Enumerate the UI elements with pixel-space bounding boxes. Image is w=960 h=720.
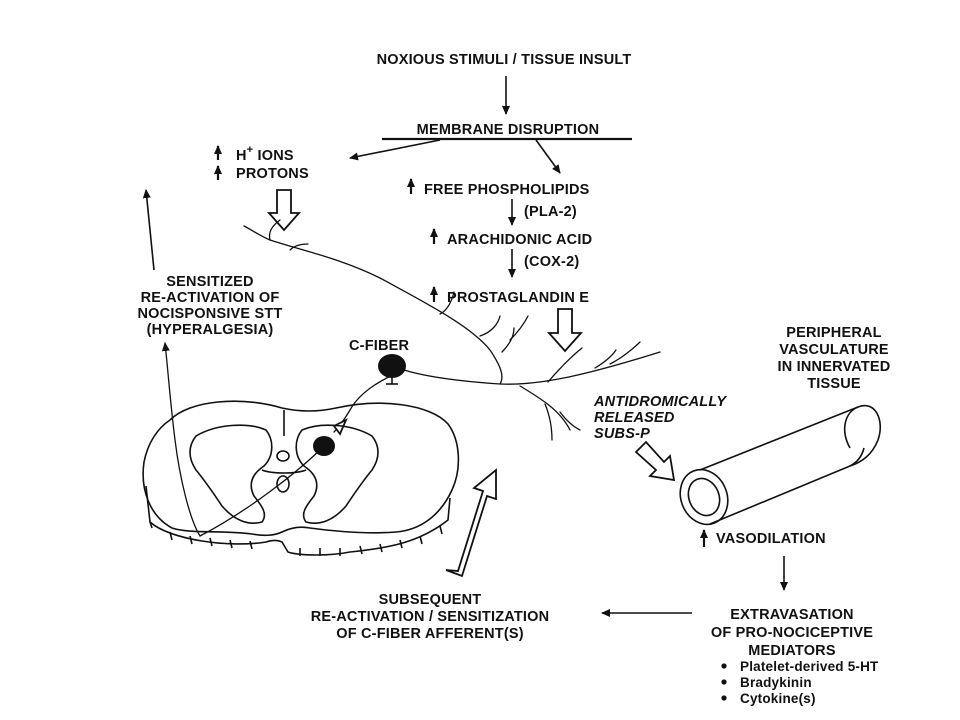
bullet-icon bbox=[721, 679, 727, 685]
svg-text:SUBSEQUENT: SUBSEQUENT bbox=[379, 592, 482, 608]
svg-text:IN INNERVATED: IN INNERVATED bbox=[778, 359, 891, 375]
antidromic-subs-p-label: ANTIDROMICALLY RELEASED SUBS-P bbox=[593, 394, 727, 442]
ions-label: H+ IONS bbox=[236, 144, 294, 164]
prostaglandin-label: PROSTAGLANDIN E bbox=[447, 290, 589, 306]
bullet-icon bbox=[721, 695, 727, 701]
svg-text:RE-ACTIVATION / SENSITIZATION: RE-ACTIVATION / SENSITIZATION bbox=[311, 609, 550, 625]
pla2-label: (PLA-2) bbox=[524, 204, 577, 220]
free-phospholipids-label: FREE PHOSPHOLIPIDS bbox=[424, 182, 590, 198]
blood-vessel-icon bbox=[679, 404, 882, 526]
list-item: Bradykinin bbox=[740, 675, 812, 690]
peripheral-vasculature-label: PERIPHERAL VASCULATURE IN INNERVATED TIS… bbox=[778, 325, 891, 392]
arrow-membrane-to-ions bbox=[349, 139, 441, 161]
bullet-icon bbox=[721, 663, 727, 669]
svg-text:ANTIDROMICALLY: ANTIDROMICALLY bbox=[593, 394, 727, 410]
arrow-to-sensitized bbox=[142, 189, 155, 271]
list-item: Platelet-derived 5-HT bbox=[740, 659, 879, 674]
spinal-cord-cross-section bbox=[142, 400, 460, 556]
list-item: Cytokine(s) bbox=[740, 691, 816, 706]
cox2-label: (COX-2) bbox=[524, 254, 579, 270]
c-fiber-soma-icon bbox=[378, 354, 406, 378]
ions-group: H+ IONS PROTONS bbox=[214, 144, 309, 182]
svg-text:SENSITIZED: SENSITIZED bbox=[166, 274, 253, 290]
svg-text:VASCULATURE: VASCULATURE bbox=[779, 342, 889, 358]
svg-text:EXTRAVASATION: EXTRAVASATION bbox=[730, 607, 853, 623]
hollow-down-arrow-icon bbox=[546, 308, 584, 353]
hollow-down-arrow-icon bbox=[267, 189, 301, 232]
sensitized-stt-label: SENSITIZED RE-ACTIVATION OF NOCISPONSIVE… bbox=[138, 274, 283, 338]
subsequent-reactivation-label: SUBSEQUENT RE-ACTIVATION / SENSITIZATION… bbox=[311, 592, 550, 642]
arrow-membrane-to-phospholipids bbox=[535, 139, 561, 174]
membrane-disruption-label: MEMBRANE DISRUPTION bbox=[417, 122, 600, 138]
protons-label: PROTONS bbox=[236, 166, 309, 182]
c-fiber-label: C-FIBER bbox=[349, 338, 410, 354]
c-fiber-nerve bbox=[243, 219, 661, 441]
mediators-list: Platelet-derived 5-HT Bradykinin Cytokin… bbox=[721, 659, 879, 706]
svg-text:OF PRO-NOCICEPTIVE: OF PRO-NOCICEPTIVE bbox=[711, 625, 873, 641]
svg-text:SUBS-P: SUBS-P bbox=[594, 426, 650, 442]
hollow-up-arrow-icon bbox=[445, 468, 497, 578]
arachidonic-acid-label: ARACHIDONIC ACID bbox=[447, 232, 592, 248]
vasodilation-label: VASODILATION bbox=[716, 531, 826, 547]
svg-text:OF C-FIBER AFFERENT(S): OF C-FIBER AFFERENT(S) bbox=[336, 626, 524, 642]
noxious-stimuli-label: NOXIOUS STIMULI / TISSUE INSULT bbox=[377, 52, 632, 68]
svg-text:(HYPERALGESIA): (HYPERALGESIA) bbox=[147, 322, 274, 338]
svg-text:RELEASED: RELEASED bbox=[594, 410, 675, 426]
svg-text:PERIPHERAL: PERIPHERAL bbox=[786, 325, 881, 341]
hollow-diagonal-arrow-icon bbox=[634, 440, 676, 482]
svg-text:TISSUE: TISSUE bbox=[807, 376, 861, 392]
svg-text:MEDIATORS: MEDIATORS bbox=[748, 643, 836, 659]
svg-text:RE-ACTIVATION OF: RE-ACTIVATION OF bbox=[141, 290, 280, 306]
svg-text:NOCISPONSIVE STT: NOCISPONSIVE STT bbox=[138, 306, 283, 322]
stt-projection-path bbox=[161, 342, 325, 537]
extravasation-label: EXTRAVASATION OF PRO-NOCICEPTIVE MEDIATO… bbox=[711, 607, 873, 659]
